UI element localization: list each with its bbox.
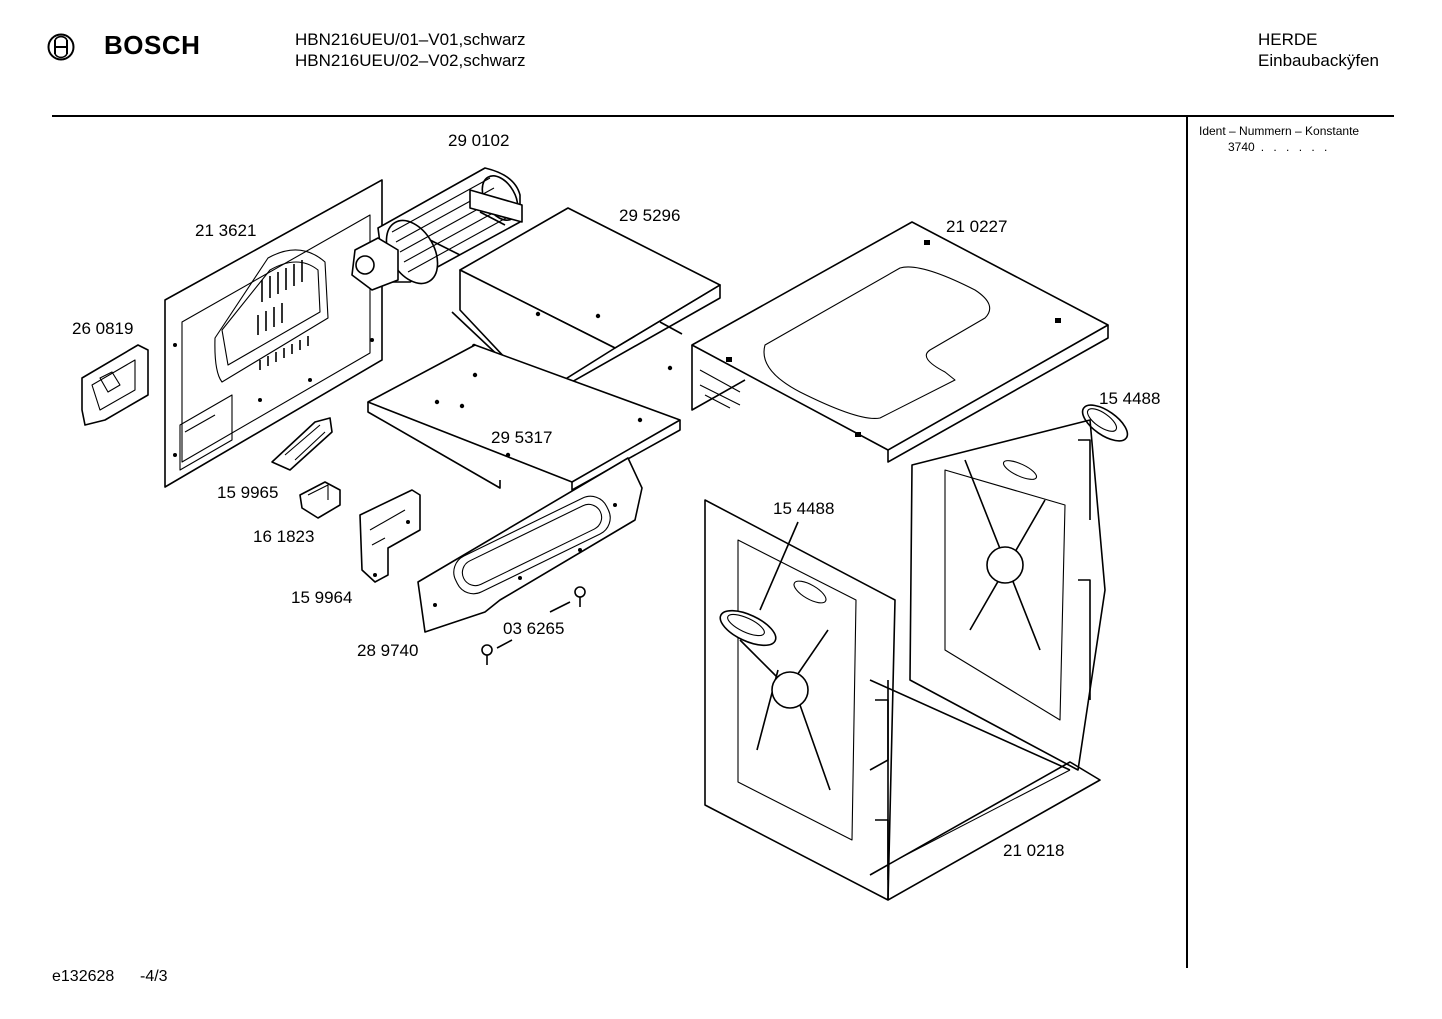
- bosch-logo-icon: [47, 33, 75, 61]
- part-oven-body: [704, 419, 1106, 901]
- label-289740: 28 9740: [357, 641, 418, 660]
- label-154488-right: 15 4488: [1099, 389, 1160, 408]
- label-161823: 16 1823: [253, 527, 314, 546]
- ident-row: 3740 . . . . . .: [1228, 140, 1330, 154]
- category-title: HERDE: [1258, 30, 1318, 49]
- label-213621: 21 3621: [195, 221, 256, 240]
- model-line-1: HBN216UEU/01–V01,schwarz: [295, 30, 526, 49]
- category-subtitle: Einbaubackÿfen: [1258, 51, 1379, 70]
- page-number: -4/3: [140, 968, 168, 985]
- label-290102: 29 0102: [448, 131, 509, 150]
- label-154488-left: 15 4488: [773, 499, 834, 518]
- part-clip-159965: [271, 417, 333, 471]
- ident-dots: . . . . . .: [1260, 140, 1331, 154]
- header-divider: [52, 115, 1394, 117]
- label-295296: 29 5296: [619, 206, 680, 225]
- label-036265: 03 6265: [503, 619, 564, 638]
- part-rear-panel: [164, 179, 383, 488]
- part-grommet-right: [1081, 404, 1129, 442]
- model-line-2: HBN216UEU/02–V02,schwarz: [295, 51, 526, 70]
- label-159964: 15 9964: [291, 588, 352, 607]
- leader-line-154488: [759, 521, 799, 611]
- part-front-frame: [417, 457, 643, 633]
- part-tray: [367, 321, 683, 491]
- document-id: e132628: [52, 968, 115, 985]
- part-bracket-159964: [359, 489, 421, 583]
- part-bracket-260819: [81, 344, 149, 426]
- label-260819: 26 0819: [72, 319, 133, 338]
- sidebar-divider: [1186, 117, 1188, 968]
- part-screws: [481, 586, 586, 665]
- ident-value: 3740: [1228, 140, 1255, 154]
- label-295317: 29 5317: [491, 428, 552, 447]
- part-top-plate: [691, 221, 1109, 463]
- ident-title: Ident – Nummern – Konstante: [1199, 124, 1360, 138]
- label-210227: 21 0227: [946, 217, 1007, 236]
- label-210218: 21 0218: [1003, 841, 1064, 860]
- label-159965: 15 9965: [217, 483, 278, 502]
- brand-name: BOSCH: [104, 30, 201, 60]
- part-fan: [351, 167, 523, 291]
- part-clip-161823: [299, 481, 341, 519]
- part-grommet-left: [719, 609, 777, 647]
